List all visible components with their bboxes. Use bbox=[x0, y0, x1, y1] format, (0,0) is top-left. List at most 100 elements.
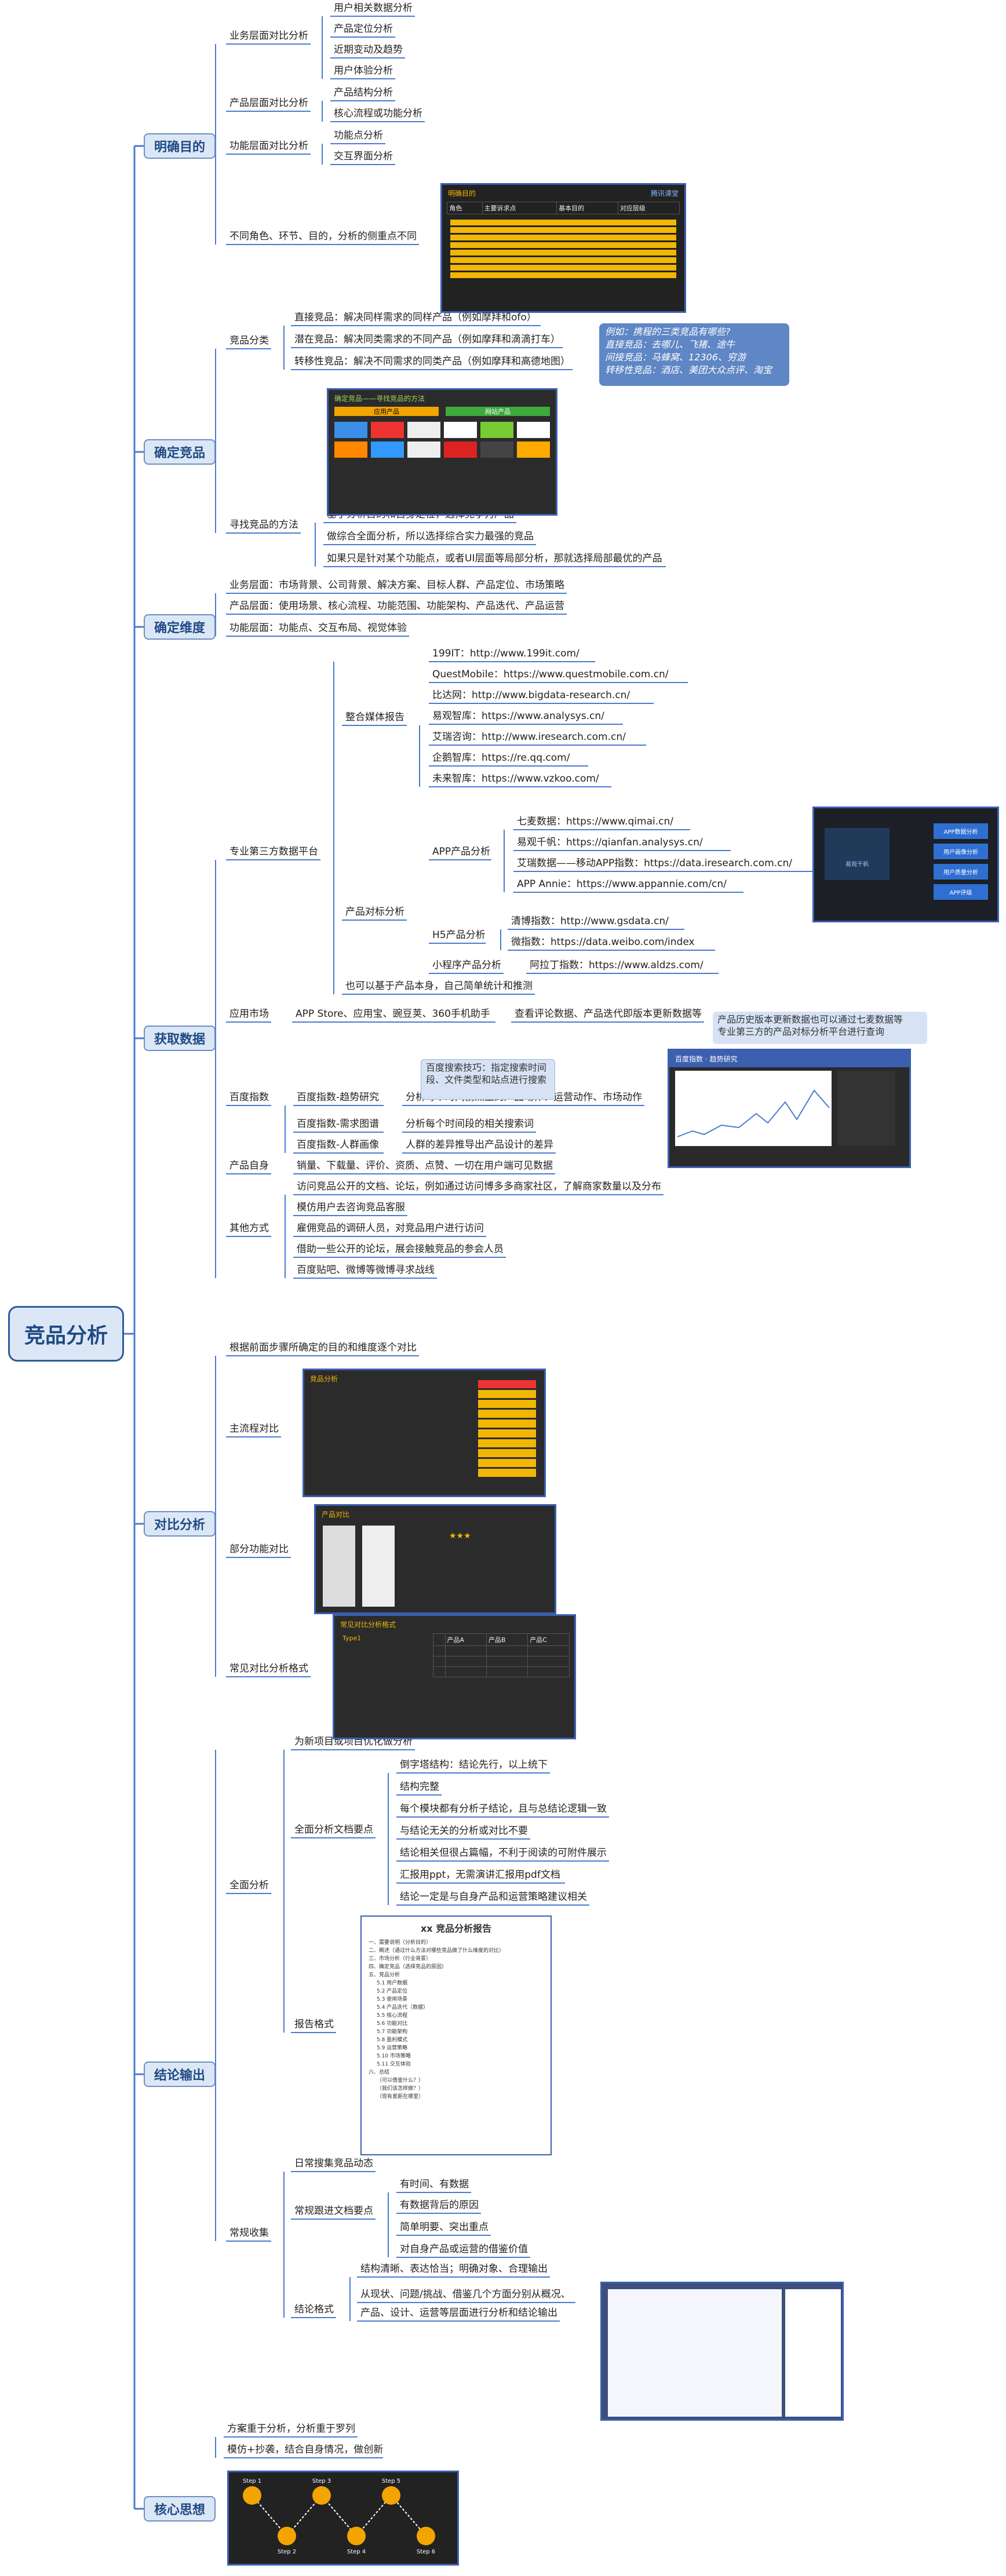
branch-baidu[interactable]: 百度指数 bbox=[229, 1092, 269, 1103]
topic-leaf[interactable]: 模仿用户去咨询竞品客服 bbox=[297, 1202, 405, 1213]
topic-leaf[interactable]: 直接竞品：解决同样需求的同样产品（例如摩拜和ofo） bbox=[294, 312, 537, 323]
topic-leaf[interactable]: 做综合全面分析，所以选择综合实力最强的竞品 bbox=[327, 531, 534, 542]
topic-leaf[interactable]: APP Annie：https://www.appannie.com/cn/ bbox=[517, 878, 727, 890]
topic-leaf[interactable]: 功能点分析 bbox=[334, 130, 383, 141]
topic-leaf[interactable]: 百度指数-趋势研究 bbox=[297, 1092, 380, 1103]
topic-leaf[interactable]: 日常搜集竞品动态 bbox=[294, 2158, 373, 2169]
topic-leaf[interactable]: QuestMobile：https://www.questmobile.com.… bbox=[432, 669, 669, 680]
topic-leaf[interactable]: 功能层面：功能点、交互布局、视觉体验 bbox=[229, 622, 407, 634]
branch-mini[interactable]: 小程序产品分析 bbox=[432, 959, 501, 971]
topic-competitor[interactable]: 确定竞品 bbox=[144, 439, 216, 465]
topic-leaf[interactable]: 方案重于分析，分析重于罗列 bbox=[227, 2423, 355, 2435]
branch-feature[interactable]: 部分功能对比 bbox=[229, 1544, 289, 1555]
root-topic[interactable]: 竞品分析 bbox=[8, 1306, 124, 1362]
topic-leaf[interactable]: 产品结构分析 bbox=[334, 87, 393, 98]
topic-contrast[interactable]: 对比分析 bbox=[144, 1511, 216, 1537]
topic-leaf[interactable]: 雇佣竞品的调研人员，对竞品用户进行访问 bbox=[297, 1223, 484, 1234]
find-image-col1: 应用产品 bbox=[334, 407, 439, 416]
branch-classify[interactable]: 竞品分类 bbox=[229, 335, 269, 346]
branch-routine-doc[interactable]: 常规跟进文档要点 bbox=[294, 2205, 373, 2217]
topic-leaf[interactable]: 阿拉丁指数：https://www.aldzs.com/ bbox=[530, 959, 704, 971]
branch-other[interactable]: 其他方式 bbox=[229, 1223, 269, 1234]
topic-leaf[interactable]: 企鹅智库：https://re.qq.com/ bbox=[432, 752, 570, 764]
topic-leaf[interactable]: 根据前面步骤所确定的目的和维度逐个对比 bbox=[229, 1342, 417, 1353]
branch-media[interactable]: 整合媒体报告 bbox=[345, 711, 404, 723]
topic-leaf[interactable]: 转移性竞品：解决不同需求的同类产品（例如摩拜和高德地图） bbox=[294, 356, 570, 367]
branch-app[interactable]: APP产品分析 bbox=[432, 846, 491, 858]
topic-leaf[interactable]: 汇报用ppt，无需演讲汇报用pdf文档 bbox=[400, 1869, 560, 1881]
branch-roles[interactable]: 不同角色、环节、目的，分析的侧重点不同 bbox=[229, 231, 417, 242]
topic-leaf[interactable]: 查看评论数据、产品迭代即版本更新数据等 bbox=[515, 1008, 702, 1020]
branch-routine[interactable]: 常规收集 bbox=[229, 2227, 269, 2239]
topic-leaf[interactable]: 结构完整 bbox=[400, 1781, 439, 1793]
branch-full[interactable]: 全面分析 bbox=[229, 1880, 269, 1891]
topic-leaf[interactable]: 清博指数：http://www.gsdata.cn/ bbox=[511, 915, 669, 927]
branch-format[interactable]: 常见对比分析格式 bbox=[229, 1663, 308, 1674]
topic-leaf[interactable]: 潜在竞品：解决同类需求的不同产品（例如摩拜和滴滴打车） bbox=[294, 334, 560, 345]
topic-leaf[interactable]: 未来智库：https://www.vzkoo.com/ bbox=[432, 773, 599, 785]
topic-leaf[interactable]: 用户体验分析 bbox=[334, 65, 393, 76]
branch-find[interactable]: 寻找竞品的方法 bbox=[229, 519, 298, 531]
format-image-col: 产品C bbox=[527, 1633, 570, 1646]
branch-conclusion[interactable]: 结论格式 bbox=[294, 2304, 334, 2315]
branch-market[interactable]: 应用市场 bbox=[229, 1008, 269, 1020]
topic-leaf[interactable]: 易观智库：https://www.analysys.cn/ bbox=[432, 710, 604, 722]
topic-leaf[interactable]: 结构清晰、表达恰当；明确对象、合理输出 bbox=[360, 2263, 548, 2275]
branch-third-party[interactable]: 专业第三方数据平台 bbox=[229, 846, 318, 858]
topic-purpose[interactable]: 明确目的 bbox=[144, 133, 216, 159]
topic-leaf[interactable]: 简单明要、突出重点 bbox=[400, 2221, 489, 2233]
topic-leaf[interactable]: 近期变动及趋势 bbox=[334, 44, 403, 56]
topic-leaf[interactable]: 从现状、问题/挑战、借鉴几个方面分别从概况、 bbox=[360, 2289, 571, 2300]
branch-function[interactable]: 功能层面对比分析 bbox=[229, 140, 308, 152]
topic-leaf[interactable]: 人群的差异推导出产品设计的差异 bbox=[406, 1139, 553, 1151]
topic-leaf[interactable]: 访问竞品公开的文档、论坛，例如通过访问博多多商家社区，了解商家数量以及分布 bbox=[297, 1181, 661, 1192]
topic-leaf[interactable]: 如果只是针对某个功能点，或者UI层面等局部分析，那就选择局部最优的产品 bbox=[327, 553, 662, 564]
topic-leaf[interactable]: 倒字塔结构：结论先行，以上统下 bbox=[400, 1759, 548, 1771]
topic-leaf[interactable]: 模仿+抄袭，结合自身情况，做创新 bbox=[227, 2444, 384, 2455]
topic-leaf[interactable]: 199IT：http://www.199it.com/ bbox=[432, 648, 579, 659]
topic-leaf[interactable]: 业务层面：市场背景、公司背景、解决方案、目标人群、产品定位、市场策略 bbox=[229, 579, 564, 591]
topic-leaf[interactable]: 艾瑞咨询：http://www.iresearch.com.cn/ bbox=[432, 731, 626, 743]
topic-leaf[interactable]: 结论相关但很占篇幅，不利于阅读的可附件展示 bbox=[400, 1847, 607, 1859]
branch-format[interactable]: 报告格式 bbox=[294, 2019, 334, 2030]
topic-leaf[interactable]: 用户相关数据分析 bbox=[334, 2, 413, 14]
branch-key[interactable]: 全面分析文档要点 bbox=[294, 1824, 373, 1836]
topic-leaf[interactable]: 艾瑞数据——移动APP指数：https://data.iresearch.com… bbox=[517, 858, 792, 869]
branch-h5[interactable]: H5产品分析 bbox=[432, 929, 486, 941]
topic-leaf[interactable]: 产品层面：使用场景、核心流程、功能范围、功能架构、产品迭代、产品运营 bbox=[229, 600, 564, 612]
topic-leaf[interactable]: 百度指数-人群画像 bbox=[297, 1139, 380, 1151]
topic-dimension[interactable]: 确定维度 bbox=[144, 614, 216, 640]
topic-leaf[interactable]: 七麦数据：https://www.qimai.cn/ bbox=[517, 816, 673, 827]
topic-leaf[interactable]: 产品、设计、运营等层面进行分析和结论输出 bbox=[360, 2307, 557, 2319]
topic-leaf[interactable]: 销量、下载量、评价、资质、点赞、一切在用户端可见数据 bbox=[297, 1160, 553, 1172]
purpose-image-header: 主要诉求点 bbox=[482, 202, 557, 214]
branch-product[interactable]: 产品层面对比分析 bbox=[229, 97, 308, 109]
topic-leaf[interactable]: 微指数：https://data.weibo.com/index bbox=[511, 936, 695, 948]
topic-leaf[interactable]: 有时间、有数据 bbox=[400, 2179, 469, 2190]
topic-leaf[interactable]: 也可以基于产品本身，自己简单统计和推测 bbox=[345, 980, 533, 992]
topic-data[interactable]: 获取数据 bbox=[144, 1026, 216, 1051]
branch-compare[interactable]: 产品对标分析 bbox=[345, 906, 404, 918]
topic-leaf[interactable]: 有数据背后的原因 bbox=[400, 2199, 479, 2211]
topic-leaf[interactable]: 百度贴吧、微博等微博寻求战线 bbox=[297, 1264, 435, 1276]
branch-flow[interactable]: 主流程对比 bbox=[229, 1423, 279, 1435]
branch-business[interactable]: 业务层面对比分析 bbox=[229, 30, 308, 42]
market-history-note: 产品历史版本更新数据也可以通过七麦数据等 专业第三方的产品对标分析平台进行查询 bbox=[713, 1012, 927, 1044]
topic-leaf[interactable]: 分析每个时间段的相关搜索词 bbox=[406, 1118, 534, 1130]
topic-core[interactable]: 核心思想 bbox=[144, 2496, 216, 2522]
topic-leaf[interactable]: 对自身产品或运营的借鉴价值 bbox=[400, 2243, 528, 2255]
topic-leaf[interactable]: APP Store、应用宝、豌豆荚、360手机助手 bbox=[296, 1008, 490, 1020]
topic-leaf[interactable]: 交互界面分析 bbox=[334, 151, 393, 162]
baidu-search-tip: 百度搜索技巧：指定搜索时间 段、文件类型和站点进行搜索 bbox=[421, 1059, 555, 1100]
topic-leaf[interactable]: 结论一定是与自身产品和运营策略建议相关 bbox=[400, 1891, 587, 1903]
branch-self[interactable]: 产品自身 bbox=[229, 1160, 269, 1172]
topic-leaf[interactable]: 产品定位分析 bbox=[334, 23, 393, 35]
topic-leaf[interactable]: 比达网：http://www.bigdata-research.cn/ bbox=[432, 689, 630, 701]
topic-leaf[interactable]: 借助一些公开的论坛，展会接触竞品的参会人员 bbox=[297, 1243, 504, 1255]
topic-leaf[interactable]: 易观千帆：https://qianfan.analysys.cn/ bbox=[517, 837, 703, 848]
topic-leaf[interactable]: 每个模块都有分析子结论，且与总结论逻辑一致 bbox=[400, 1803, 607, 1815]
topic-output[interactable]: 结论输出 bbox=[144, 2061, 216, 2087]
topic-leaf[interactable]: 百度指数-需求图谱 bbox=[297, 1118, 380, 1130]
topic-leaf[interactable]: 与结论无关的分析或对比不要 bbox=[400, 1825, 528, 1837]
topic-leaf[interactable]: 核心流程或功能分析 bbox=[334, 108, 422, 119]
